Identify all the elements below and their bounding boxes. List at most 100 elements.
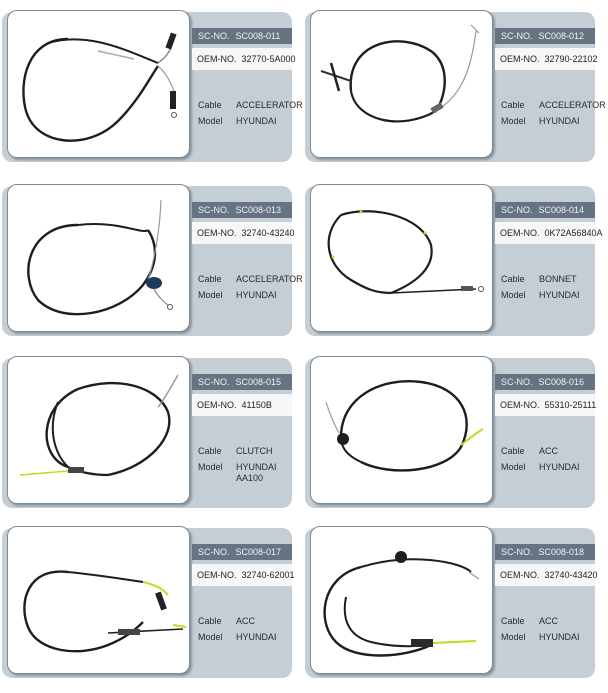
model-label: Model xyxy=(501,116,526,126)
model-label: Model xyxy=(198,290,223,300)
oem-number-box: OEM-NO.32740-62001 xyxy=(192,564,295,586)
accelerator-cable-image xyxy=(27,199,173,316)
cable-photo xyxy=(310,526,493,674)
model-label: Model xyxy=(198,116,223,126)
product-card-sc008-018: SC-NO. SC008-018 OEM-NO. 32740-43420 Cable… xyxy=(305,526,598,678)
oem-number-box: OEM-NO. 0K72A56840A xyxy=(495,222,603,244)
spec-panel: SC-NO. SC008-018 OEM-NO. 32740-43420 Cable… xyxy=(495,530,598,676)
model-label: Model xyxy=(501,462,526,472)
oem-value: 32740-43240 xyxy=(241,228,295,238)
cable-label: Cable xyxy=(501,274,525,284)
oem-number-box: OEM-NO. 41150B xyxy=(192,394,292,416)
cable-value: ACCELERATOR xyxy=(236,100,303,110)
oem-number-box: OEM-NO.32790-22102 xyxy=(495,48,598,70)
spec-panel: SC-NO. SC008-013 OEM-NO.32740-43240 Cable… xyxy=(192,188,303,334)
acc-cable-image xyxy=(325,380,484,472)
cable-row: Cable ACCELERATOR xyxy=(198,274,303,285)
model-value: HYUNDAI xyxy=(236,290,277,300)
cable-label: Cable xyxy=(198,616,222,626)
model-value: HYUNDAI xyxy=(539,462,580,472)
sc-value: SC008-011 xyxy=(235,31,281,41)
cable-label: Cable xyxy=(198,274,222,284)
cable-value: ACC xyxy=(539,446,559,456)
cable-value: ACC xyxy=(539,616,559,626)
oem-number-box: OEM-NO.32740-43240 xyxy=(192,222,295,244)
model-value: HYUNDAI xyxy=(539,116,580,126)
cable-photo xyxy=(310,356,493,504)
oem-label: OEM-NO. xyxy=(500,570,540,580)
sc-label: SC-NO. xyxy=(198,31,230,41)
product-card-sc008-016: SC-NO.SC008-016 OEM-NO.55310-25111 Cable… xyxy=(305,356,596,508)
oem-value: 32740-62001 xyxy=(241,570,295,580)
oem-value: 32770-5A000 xyxy=(241,54,296,64)
cable-value: ACCELERATOR xyxy=(236,274,303,284)
model-label: Model xyxy=(501,290,526,300)
sc-value: SC008-018 xyxy=(538,547,585,557)
oem-label: OEM-NO. xyxy=(500,54,540,64)
sc-value: SC008-015 xyxy=(235,377,282,387)
oem-value: 32740-43420 xyxy=(544,570,598,580)
oem-value: 41150B xyxy=(241,400,272,410)
acc-cable-image xyxy=(323,551,480,657)
cable-label: Cable xyxy=(501,446,525,456)
cable-value: ACC xyxy=(236,616,256,626)
spec-panel: SC-NO.SC008-012 OEM-NO.32790-22102 Cable… xyxy=(495,14,606,160)
oem-number-box: OEM-NO.55310-25111 xyxy=(495,394,596,416)
cable-photo xyxy=(310,10,493,158)
cable-label: Cable xyxy=(501,100,525,110)
cable-photo xyxy=(7,526,190,674)
product-card-sc008-017: SC-NO.SC008-017 OEM-NO.32740-62001 Cable… xyxy=(2,526,295,678)
sc-number-bar: SC-NO. SC008-011 xyxy=(192,28,292,44)
cable-row: Cable ACC xyxy=(198,616,292,627)
cable-photo xyxy=(7,10,190,158)
sc-label: SC-NO. xyxy=(198,377,230,387)
oem-label: OEM-NO. xyxy=(197,54,237,64)
oem-value: 0K72A56840A xyxy=(544,228,603,238)
sc-value: SC008-014 xyxy=(538,205,585,215)
cable-row: Cable ACC xyxy=(501,616,595,627)
sc-value: SC008-016 xyxy=(538,377,585,387)
product-card-sc008-013: SC-NO. SC008-013 OEM-NO.32740-43240 Cable… xyxy=(2,184,303,336)
cable-value: BONNET xyxy=(539,274,577,284)
model-row: Model HYUNDAI xyxy=(198,632,292,643)
sc-label: SC-NO. xyxy=(198,205,230,215)
sc-number-bar: SC-NO.SC008-014 xyxy=(495,202,595,218)
model-value: HYUNDAI xyxy=(236,116,277,126)
sc-label: SC-NO. xyxy=(501,547,533,557)
model-value: HYUNDAI xyxy=(236,632,277,642)
model-row: Model HYUNDAI AA100 xyxy=(198,462,292,484)
cable-label: Cable xyxy=(198,446,222,456)
sc-value: SC008-013 xyxy=(235,205,282,215)
cable-photo xyxy=(7,184,190,332)
cable-photo xyxy=(310,184,493,332)
model-value: HYUNDAI xyxy=(539,290,580,300)
acc-cable-image xyxy=(23,570,187,653)
bonnet-cable-image xyxy=(327,210,484,295)
oem-label: OEM-NO. xyxy=(197,400,237,410)
cable-label: Cable xyxy=(501,616,525,626)
model-row: Model HYUNDAI xyxy=(501,290,595,301)
model-row: Model HYUNDAI xyxy=(501,462,595,473)
model-value: HYUNDAI xyxy=(539,632,580,642)
spec-panel: SC-NO.SC008-014 OEM-NO. 0K72A56840A Cable… xyxy=(495,188,603,334)
model-row: Model HYUNDAI xyxy=(198,290,292,301)
sc-number-bar: SC-NO. SC008-015 xyxy=(192,374,292,390)
sc-number-bar: SC-NO.SC008-012 xyxy=(495,28,595,44)
sc-label: SC-NO. xyxy=(501,31,533,41)
cable-photo xyxy=(7,356,190,504)
cable-label: Cable xyxy=(198,100,222,110)
oem-number-box: OEM-NO. 32740-43420 xyxy=(495,564,598,586)
model-value: HYUNDAI AA100 xyxy=(236,462,277,483)
model-label: Model xyxy=(198,632,223,642)
spec-panel: SC-NO. SC008-011 OEM-NO. 32770-5A000 Cable… xyxy=(192,14,303,160)
model-label: Model xyxy=(198,462,223,472)
model-row: Model HYUNDAI xyxy=(501,116,595,127)
clutch-cable-image xyxy=(19,374,179,477)
product-card-sc008-014: SC-NO.SC008-014 OEM-NO. 0K72A56840A Cable… xyxy=(305,184,603,336)
product-card-sc008-012: SC-NO.SC008-012 OEM-NO.32790-22102 Cable… xyxy=(305,10,606,162)
oem-label: OEM-NO. xyxy=(500,228,540,238)
